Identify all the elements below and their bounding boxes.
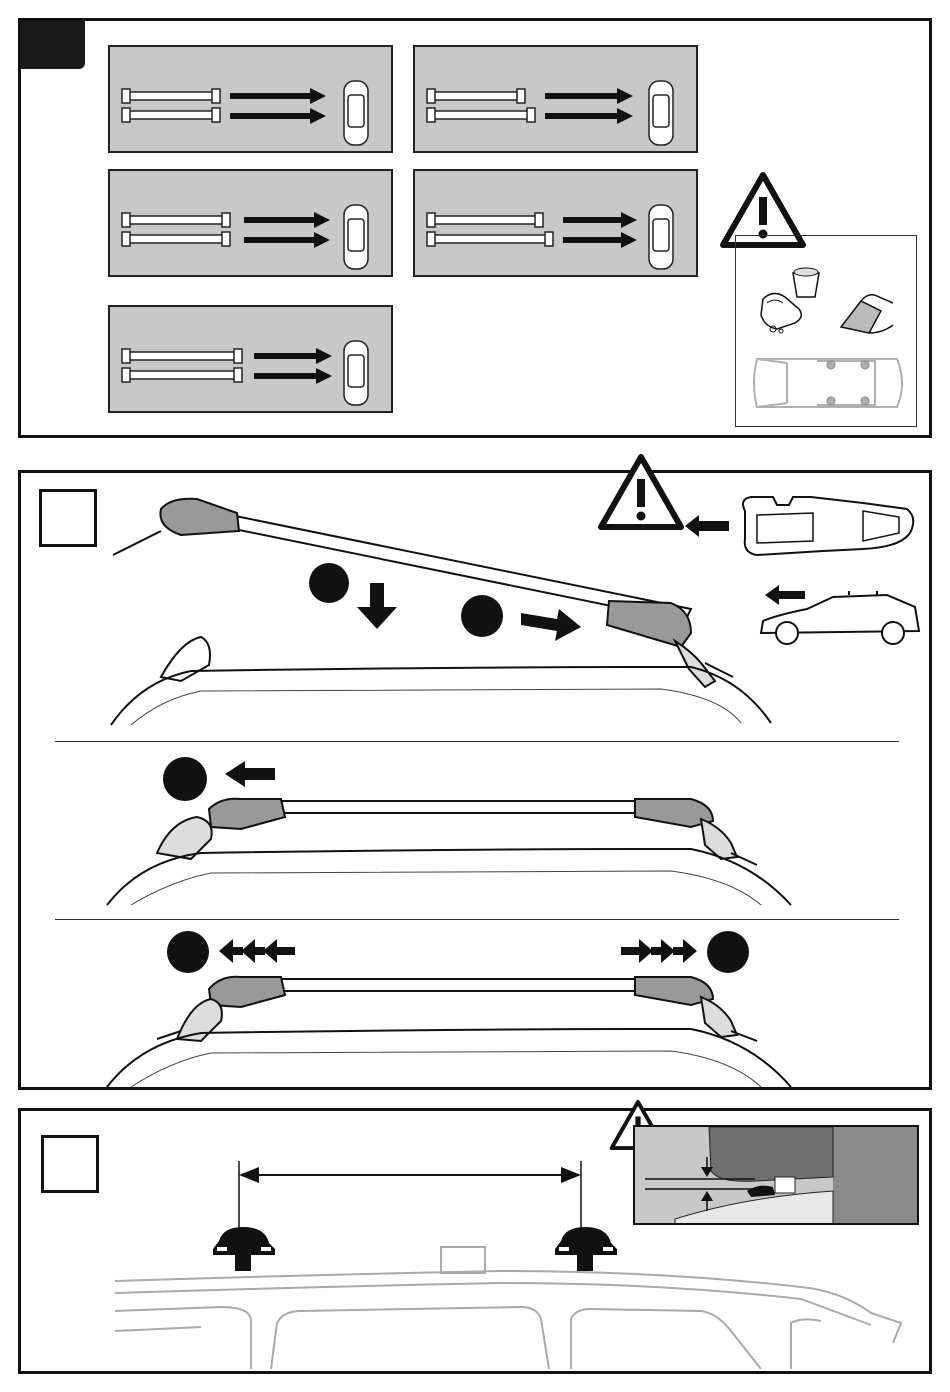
triple-arrow-left-icon bbox=[219, 939, 295, 963]
step-dot-1 bbox=[309, 563, 349, 603]
panel-foot-spacing bbox=[18, 1108, 932, 1374]
arrow-down-icon bbox=[355, 583, 399, 631]
arrow-right-icon bbox=[521, 605, 583, 645]
divider-2 bbox=[55, 919, 899, 920]
variant-box-4 bbox=[413, 169, 698, 277]
arrow-left-icon bbox=[225, 761, 275, 787]
foot-clearance-detail bbox=[633, 1125, 919, 1225]
step-dot-2 bbox=[461, 595, 503, 637]
step-box-2 bbox=[41, 1135, 99, 1193]
clearance-detail-illustration bbox=[635, 1127, 919, 1225]
triple-arrow-right-icon bbox=[621, 939, 697, 963]
variant-box-2 bbox=[413, 45, 698, 153]
step-box-1 bbox=[39, 489, 97, 547]
foot-distance-dimension bbox=[235, 1161, 585, 1241]
variant-illustration-4 bbox=[415, 171, 700, 279]
panel-bar-orientation bbox=[18, 18, 932, 438]
step-dot-4-right bbox=[707, 931, 749, 973]
bar-pushed-illustration bbox=[101, 787, 801, 907]
wiping-cloth-icon bbox=[835, 289, 897, 335]
step-dot-4-left bbox=[167, 931, 209, 973]
variant-box-3 bbox=[108, 169, 393, 277]
panel-tab bbox=[21, 21, 85, 69]
variant-illustration-1 bbox=[110, 47, 395, 155]
car-roof-outline bbox=[101, 1261, 921, 1371]
bar-tightened-illustration bbox=[101, 969, 801, 1089]
variant-illustration-3 bbox=[110, 171, 395, 279]
variant-box-1 bbox=[108, 45, 393, 153]
car-roof-top-view-icon bbox=[747, 345, 913, 421]
washing-hands-icon bbox=[755, 287, 811, 337]
variant-illustration-2 bbox=[415, 47, 700, 155]
variant-box-5 bbox=[108, 305, 393, 413]
bar-lowering-illustration bbox=[101, 491, 801, 731]
variant-illustration-5 bbox=[110, 307, 395, 415]
divider-1 bbox=[55, 741, 899, 742]
panel-bar-install bbox=[18, 470, 932, 1090]
